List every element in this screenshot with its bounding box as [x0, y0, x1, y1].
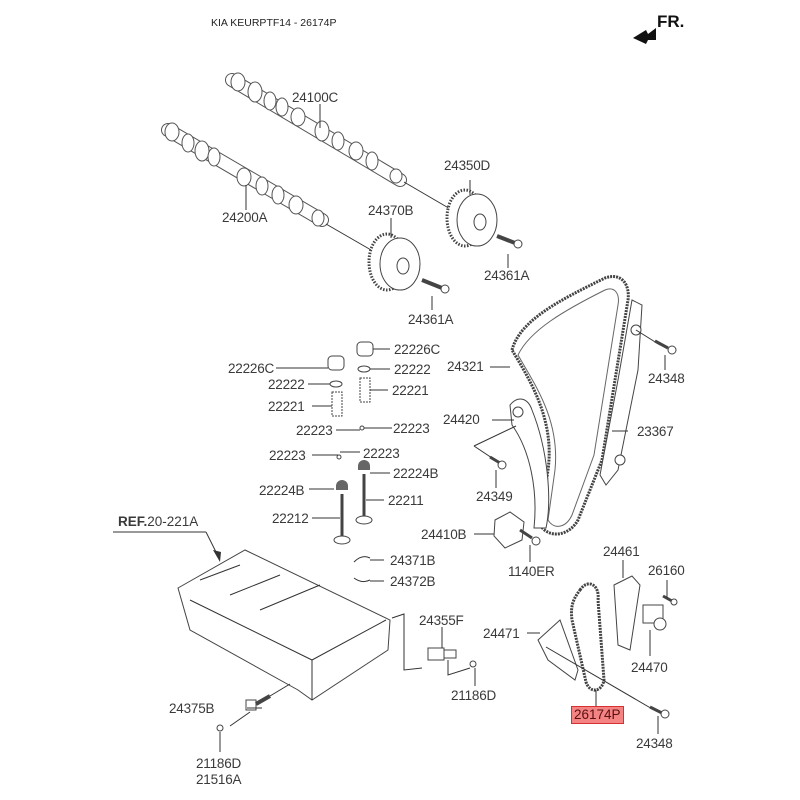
part-label-valve-exhaust[interactable]: 22212 [272, 511, 309, 526]
part-label-timing-chain[interactable]: 24321 [447, 359, 484, 374]
oil-pump-tensioner [642, 604, 667, 631]
tensioner-bolt [519, 528, 541, 546]
reference-prefix: REF. [118, 514, 148, 529]
oil-pump-guide-bolt [545, 646, 670, 719]
part-label-valve-intake[interactable]: 22211 [388, 493, 424, 508]
part-label-oil-pump-tensioner[interactable]: 24470 [631, 660, 668, 675]
oil-pump-tensioner-bolt [662, 594, 678, 606]
part-label-cotter-2-left[interactable]: 22223 [269, 448, 306, 463]
front-direction-arrow-icon [633, 28, 656, 44]
part-label-cotter-1-right[interactable]: 22223 [393, 421, 430, 436]
cvvt-intake-sprocket [367, 232, 421, 292]
reference-code: 20-221A [147, 514, 199, 529]
part-label-camshaft-exhaust[interactable]: 24100C [292, 90, 339, 105]
part-label-cotter-1-left[interactable]: 22223 [296, 423, 333, 438]
part-label-cvvt-intake[interactable]: 24370B [368, 203, 414, 218]
part-label-stem-seal-right[interactable]: 22224B [393, 466, 439, 481]
part-label-camshaft-intake[interactable]: 24200A [222, 210, 268, 225]
chain-guide-bolt-top [635, 329, 677, 355]
part-label-sensor-plug[interactable]: 21186D [196, 756, 242, 771]
page-title: KIA KEURPTF14 - 26174P [211, 17, 337, 29]
oil-pump-guide [613, 575, 641, 651]
part-label-oil-pump-chain-highlighted[interactable]: 26174P [571, 706, 624, 724]
part-label-spring-left[interactable]: 22221 [268, 399, 305, 414]
part-label-stem-seal-left[interactable]: 22224B [259, 483, 305, 498]
cvvt-bolt-intake [421, 278, 450, 294]
ocv-plug [469, 660, 477, 668]
part-label-oil-pump-guide-bolt[interactable]: 24348 [636, 736, 673, 751]
bearing-caps [353, 556, 371, 583]
cvvt-bolt-exhaust [496, 234, 523, 249]
part-label-retainer-left[interactable]: 22222 [268, 377, 305, 392]
part-label-tensioner-arm-bolt[interactable]: 24349 [476, 489, 513, 504]
part-label-chain-tensioner[interactable]: 24410B [421, 527, 467, 542]
part-label-cvvt-exhaust[interactable]: 24350D [444, 158, 491, 173]
tensioner-arm [509, 398, 550, 529]
part-label-chain-guide[interactable]: 23367 [637, 424, 674, 439]
front-direction-label: FR. [657, 12, 685, 31]
oil-pump-chain-guide [537, 619, 579, 681]
part-label-oil-pump-chain-guide[interactable]: 24471 [483, 626, 520, 641]
ocv-valve [427, 647, 457, 661]
part-label-oil-pump-guide[interactable]: 24461 [603, 544, 640, 559]
part-label-ocv-plug[interactable]: 21186D [451, 688, 497, 703]
part-label-spring-right[interactable]: 22221 [392, 383, 429, 398]
part-label-ocv-valve[interactable]: 24355F [419, 613, 464, 628]
camshaft-exhaust [225, 72, 407, 187]
cylinder-head [177, 549, 391, 701]
part-label-oil-pump-tensioner-bolt[interactable]: 26160 [648, 563, 685, 578]
camshaft-intake [161, 122, 329, 227]
part-label-cvvt-sensor[interactable]: 24375B [169, 701, 215, 716]
timing-chain [510, 275, 630, 536]
part-label-bearing-cap-1[interactable]: 24371B [390, 553, 436, 568]
part-label-tensioner-arm[interactable]: 24420 [443, 412, 480, 427]
part-label-tappet-right[interactable]: 22226C [394, 342, 441, 357]
cvvt-sensor [216, 683, 291, 732]
leader-lines [219, 104, 668, 752]
cvvt-exhaust-sprocket [445, 188, 498, 248]
part-label-cvvt-bolt-intake[interactable]: 24361A [408, 312, 454, 327]
reference-label[interactable]: REF.20-221A [118, 514, 198, 529]
chain-tensioner [493, 511, 525, 549]
part-label-tappet-left[interactable]: 22226C [228, 361, 275, 376]
part-label-retainer-right[interactable]: 22222 [394, 362, 431, 377]
part-label-tensioner-bolt[interactable]: 1140ER [508, 564, 555, 579]
part-label-cotter-2-right[interactable]: 22223 [363, 446, 400, 461]
part-label-chain-guide-bolt-top[interactable]: 24348 [648, 371, 685, 386]
valve-train [327, 341, 374, 545]
tensioner-arm-bolt [473, 425, 517, 470]
part-label-bearing-cap-2[interactable]: 24372B [390, 574, 436, 589]
chain-guide [599, 299, 643, 486]
part-label-cvvt-bolt-exhaust[interactable]: 24361A [484, 268, 530, 283]
part-label-sensor-gasket[interactable]: 21516A [196, 772, 242, 787]
